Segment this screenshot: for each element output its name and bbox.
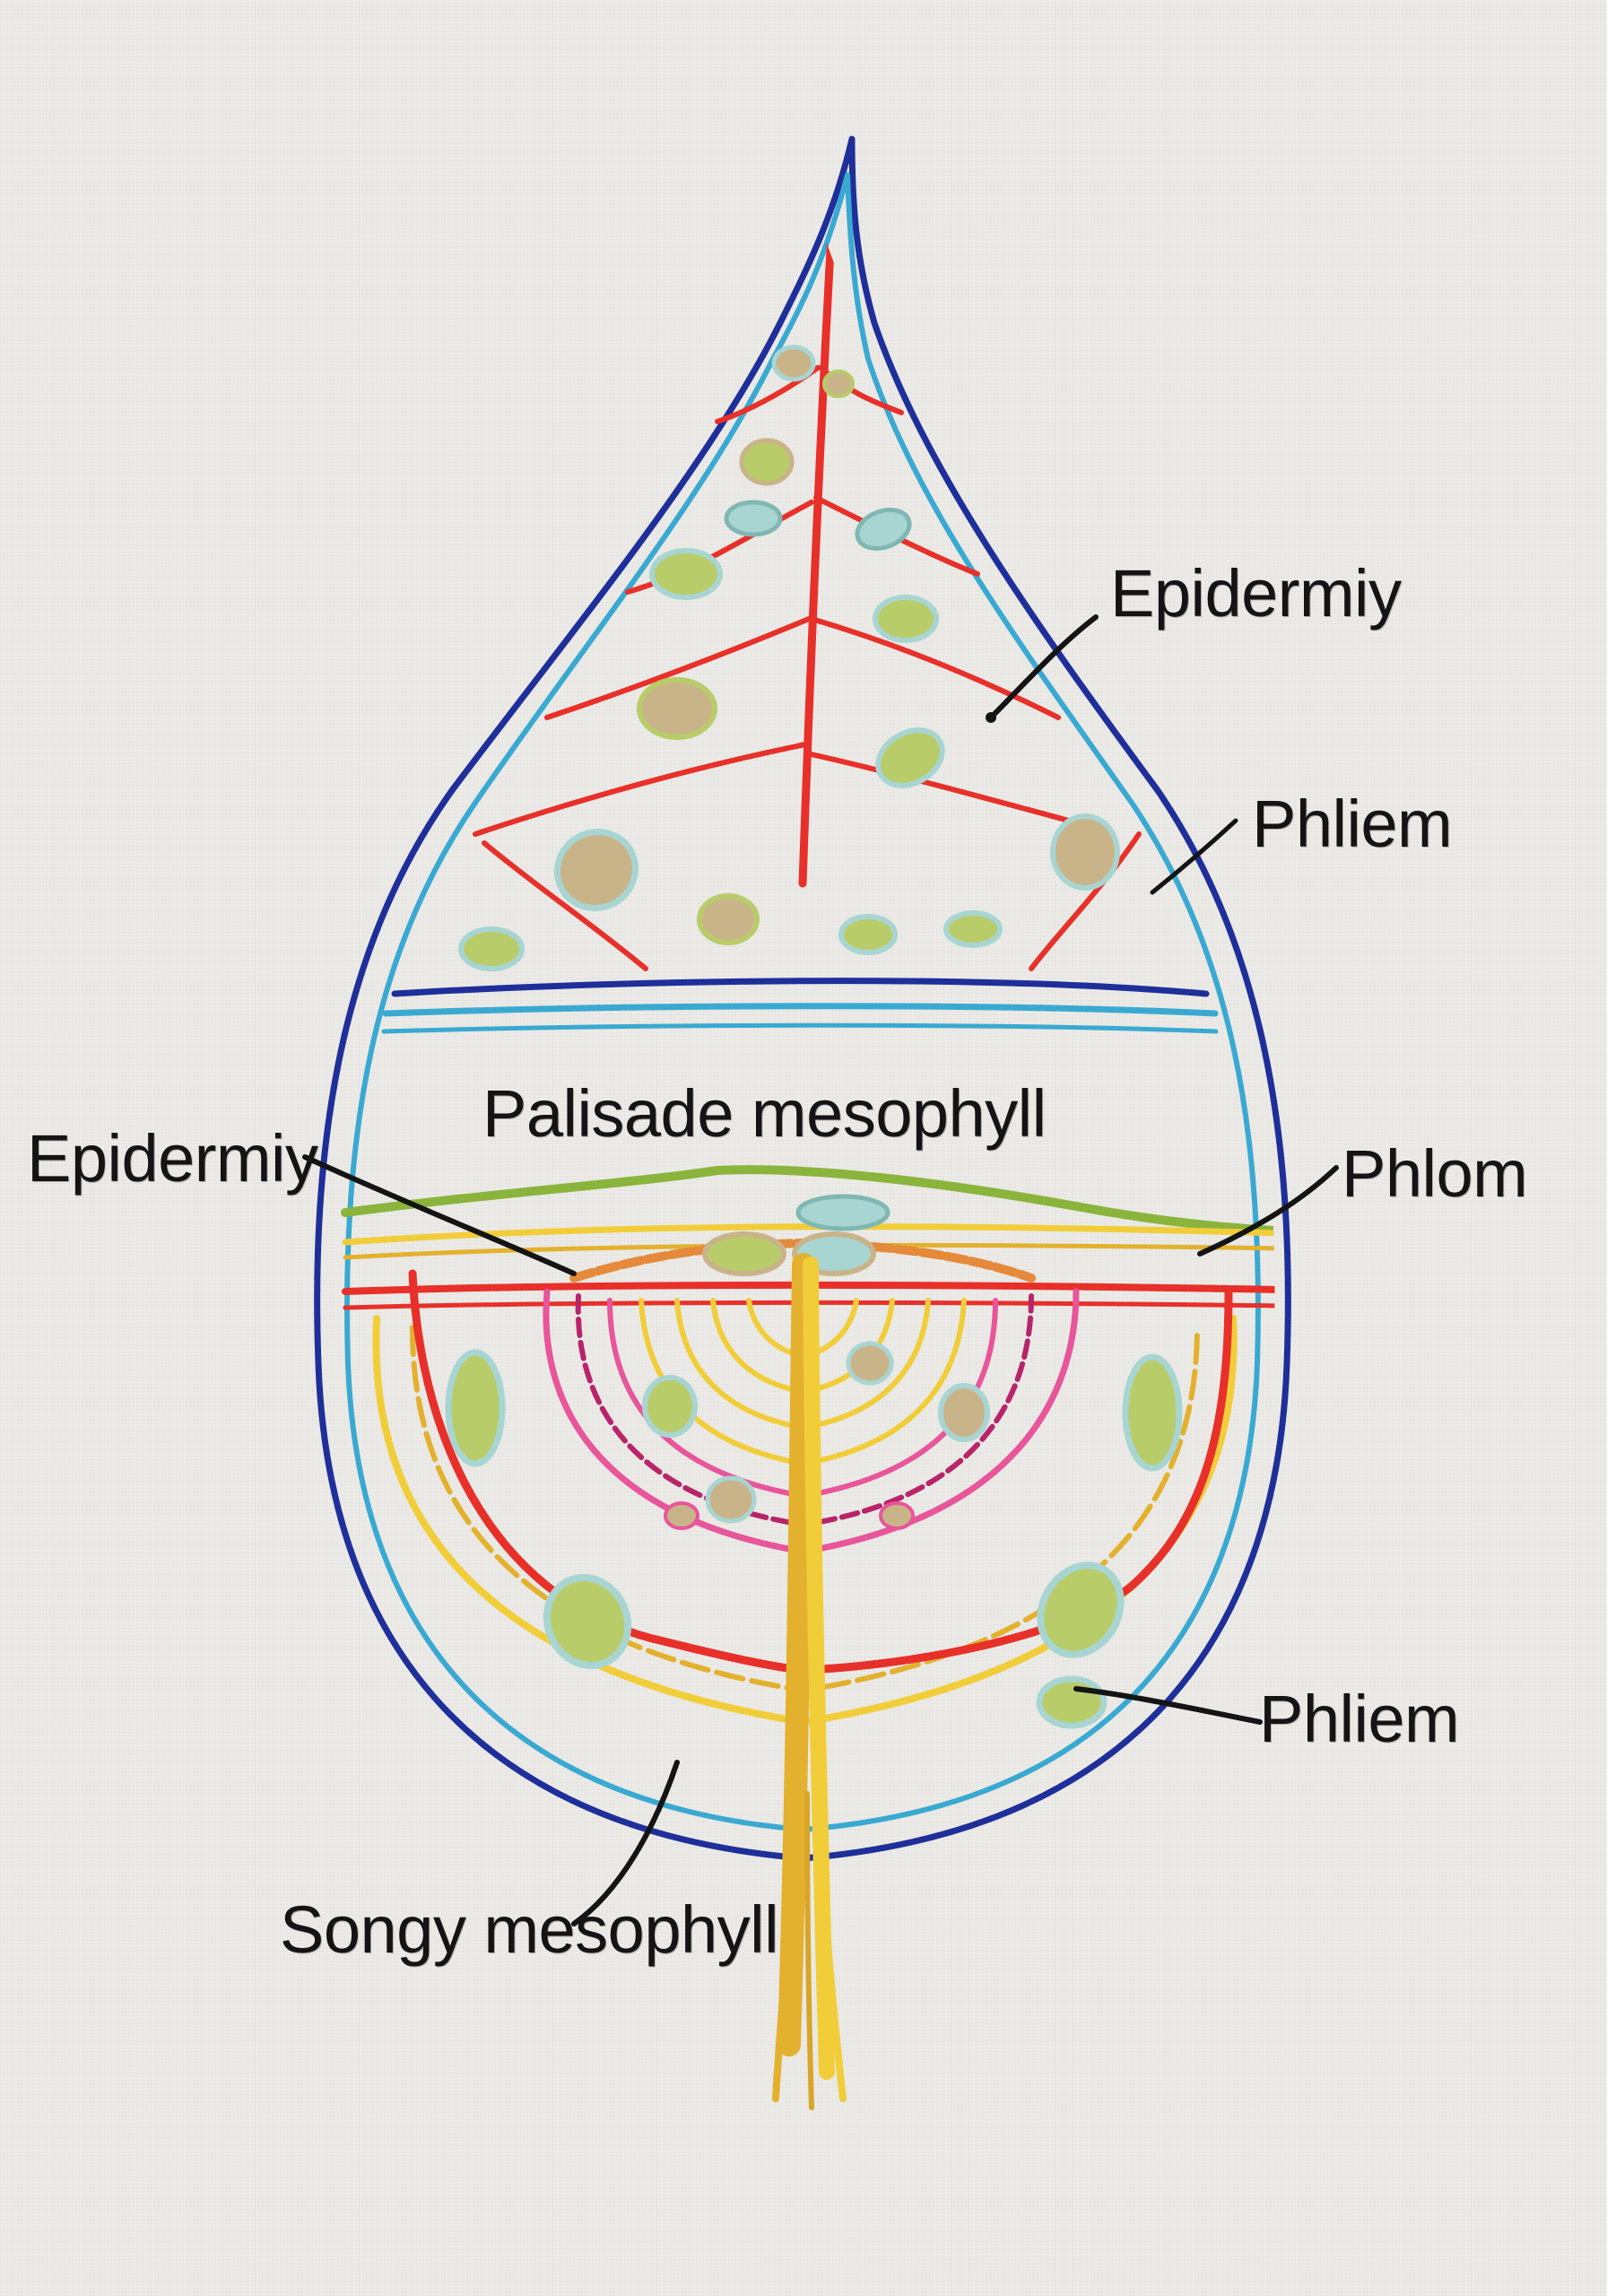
cell — [652, 551, 720, 597]
pointer-phloem-right — [1200, 1168, 1336, 1254]
cell — [848, 1344, 891, 1383]
cell — [774, 347, 813, 379]
cell — [824, 371, 853, 396]
cell — [645, 1378, 695, 1435]
cell — [639, 680, 715, 737]
cell — [708, 1478, 754, 1521]
label-epidermis-left: Epidermiy — [27, 1126, 318, 1192]
upper-cells — [461, 347, 1117, 969]
vein-red — [475, 744, 805, 834]
label-spongy-mesophyll: Songy mesophyll — [280, 1897, 778, 1963]
cell — [875, 597, 936, 640]
cell — [543, 818, 649, 923]
cell — [742, 440, 792, 483]
label-epidermis-top: Epidermiy — [1110, 561, 1402, 627]
cell — [726, 502, 780, 535]
cell — [798, 1196, 888, 1229]
label-phloem-right: Phlom — [1342, 1141, 1527, 1207]
label-phloem-bottom: Phliem — [1259, 1686, 1459, 1752]
cell — [1039, 1679, 1104, 1726]
cell — [448, 1352, 502, 1464]
cell — [699, 896, 757, 943]
label-palisade-mesophyll: Palisade mesophyll — [482, 1081, 1047, 1147]
vein-red — [812, 619, 1058, 718]
cell — [665, 1503, 698, 1528]
cell — [852, 503, 915, 555]
cell — [1053, 816, 1117, 888]
label-phloem-top: Phliem — [1252, 791, 1452, 857]
upper-epidermis-band — [384, 981, 1216, 1031]
cell — [941, 1386, 987, 1439]
cell — [1125, 1357, 1179, 1468]
cell — [705, 1234, 784, 1274]
pointer-dot — [986, 712, 996, 723]
cell — [881, 1503, 913, 1528]
cell — [533, 1564, 642, 1679]
cell — [946, 913, 1000, 945]
cell — [461, 929, 522, 969]
cell — [841, 917, 895, 952]
vein-red — [807, 753, 1085, 825]
